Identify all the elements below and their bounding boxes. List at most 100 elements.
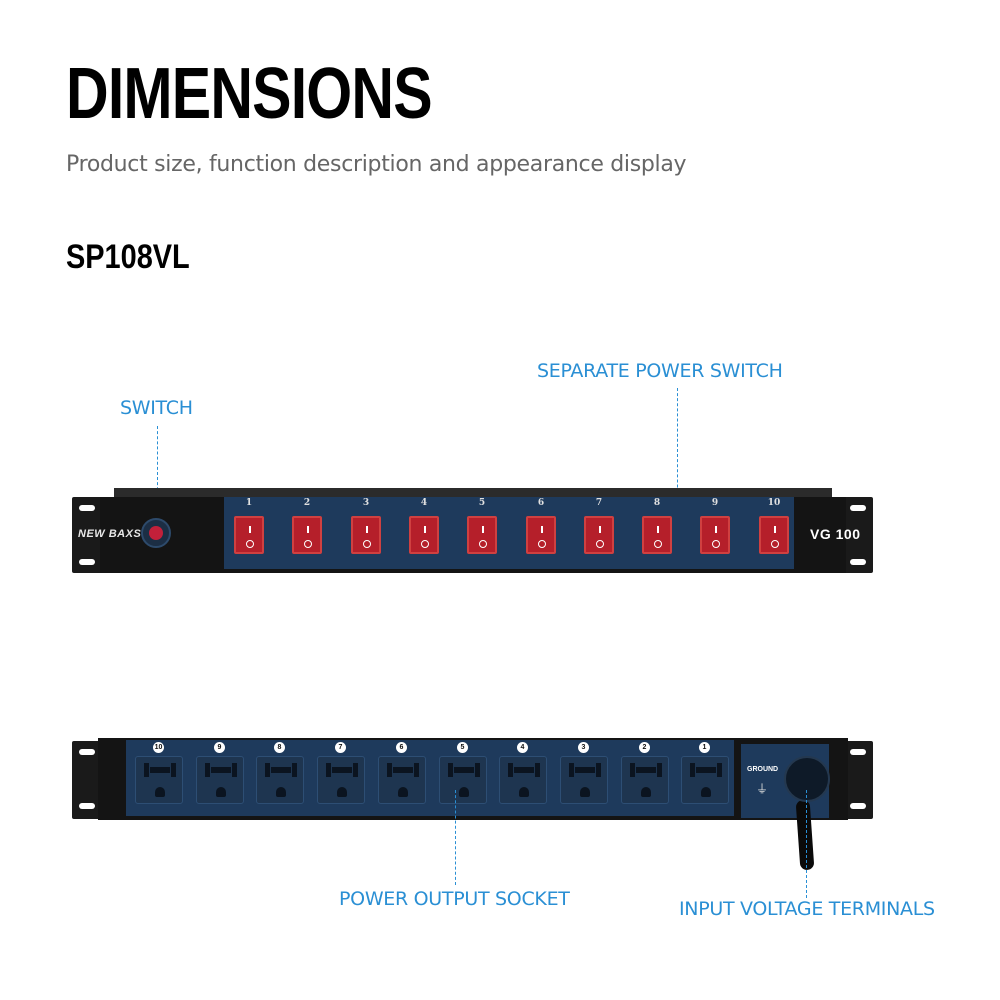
socket-number: 10 [153,742,164,753]
on-mark-icon [424,526,426,533]
on-mark-icon [541,526,543,533]
off-mark-icon [771,540,779,548]
socket-pin-icon [717,763,722,777]
front-model-label: VG 100 [810,526,861,542]
off-mark-icon [304,540,312,548]
off-mark-icon [246,540,254,548]
socket-number: 2 [639,742,650,753]
socket-pin-icon [641,787,651,797]
switch-number: 4 [420,498,428,508]
socket-pin-icon [657,763,662,777]
on-mark-icon [715,526,717,533]
socket-pin-icon [353,763,358,777]
socket-number: 3 [578,742,589,753]
socket-number: 4 [517,742,528,753]
rocker-switch-1[interactable] [234,516,264,554]
switch-number: 10 [767,498,781,508]
output-socket-1 [681,756,729,804]
on-mark-icon [599,526,601,533]
front-left-ear [72,497,102,573]
output-socket-8 [256,756,304,804]
socket-pin-icon [144,763,149,777]
switch-number: 1 [245,498,253,508]
socket-pin-icon [636,767,656,773]
front-right-ear [843,497,873,573]
page-subtitle: Product size, function description and a… [66,152,687,177]
rocker-switch-6[interactable] [526,516,556,554]
callout-input-leader [806,790,807,898]
rocker-switch-9[interactable] [700,516,730,554]
off-mark-icon [363,540,371,548]
socket-pin-icon [232,763,237,777]
page-title: DIMENSIONS [66,54,433,134]
socket-pin-icon [171,763,176,777]
socket-pin-icon [211,767,231,773]
brand-logo: NEW BAXS [78,528,142,540]
socket-pin-icon [276,787,286,797]
socket-number: 9 [214,742,225,753]
socket-pin-icon [575,767,595,773]
on-mark-icon [366,526,368,533]
socket-number: 7 [335,742,346,753]
socket-pin-icon [326,763,331,777]
socket-pin-icon [448,763,453,777]
socket-pin-icon [696,767,716,773]
switch-number: 7 [595,498,603,508]
rocker-switch-5[interactable] [467,516,497,554]
socket-pin-icon [508,763,513,777]
socket-pin-icon [414,763,419,777]
ground-label: GROUND [747,766,779,773]
socket-pin-icon [387,763,392,777]
on-mark-icon [249,526,251,533]
ground-icon: ⏚ [756,782,769,796]
socket-pin-icon [150,767,170,773]
socket-number: 8 [274,742,285,753]
callout-separate-power-switch-leader [677,388,678,518]
switch-number: 9 [711,498,719,508]
socket-pin-icon [292,763,297,777]
socket-pin-icon [337,787,347,797]
socket-pin-icon [155,787,165,797]
model-name: SP108VL [66,238,190,276]
callout-switch: SWITCH [120,397,193,419]
off-mark-icon [479,540,487,548]
output-socket-3 [560,756,608,804]
rear-left-ear [72,741,102,819]
output-socket-10 [135,756,183,804]
socket-pin-icon [701,787,711,797]
socket-pin-icon [271,767,291,773]
socket-pin-icon [393,767,413,773]
rocker-switch-10[interactable] [759,516,789,554]
on-mark-icon [482,526,484,533]
socket-pin-icon [580,787,590,797]
switch-number: 5 [478,498,486,508]
socket-pin-icon [216,787,226,797]
callout-switch-leader [157,426,158,526]
socket-pin-icon [596,763,601,777]
socket-pin-icon [398,787,408,797]
socket-pin-icon [690,763,695,777]
rocker-switch-4[interactable] [409,516,439,554]
socket-pin-icon [459,787,469,797]
rear-right-ear [843,741,873,819]
switch-number: 8 [653,498,661,508]
rocker-switch-7[interactable] [584,516,614,554]
rocker-switch-2[interactable] [292,516,322,554]
switch-number: 6 [537,498,545,508]
rocker-switch-8[interactable] [642,516,672,554]
on-mark-icon [307,526,309,533]
socket-pin-icon [569,763,574,777]
callout-input-voltage-terminals: INPUT VOLTAGE TERMINALS [679,898,935,920]
output-socket-6 [378,756,426,804]
socket-pin-icon [454,767,474,773]
off-mark-icon [712,540,720,548]
off-mark-icon [421,540,429,548]
master-power-switch[interactable] [141,518,171,548]
output-socket-2 [621,756,669,804]
socket-pin-icon [332,767,352,773]
off-mark-icon [654,540,662,548]
output-socket-9 [196,756,244,804]
off-mark-icon [596,540,604,548]
output-socket-5 [439,756,487,804]
rocker-switch-3[interactable] [351,516,381,554]
